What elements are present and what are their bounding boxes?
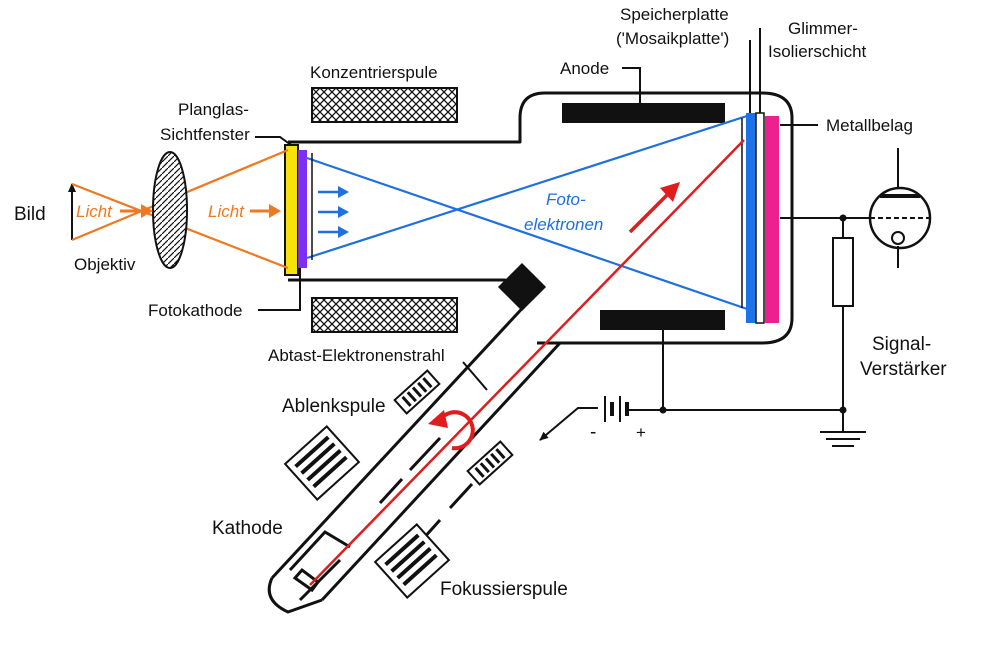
label-speicherplatte-2: ('Mosaikplatte') [616,29,729,48]
label-metallbelag: Metallbelag [826,116,913,135]
photoelectron-arrows [318,186,349,238]
light-arrows [120,204,281,218]
label-objektiv: Objektiv [74,255,136,274]
label-planglas-2: Sichtfenster [160,125,250,144]
photocathode-leader [258,268,301,311]
label-bild: Bild [14,204,46,225]
label-minus: - [590,422,596,443]
label-ablenkspule: Ablenkspule [282,396,386,417]
label-anode: Anode [560,59,609,78]
label-signal-1: Signal- [872,334,931,355]
label-fotokathode: Fotokathode [148,301,243,320]
objective-lens-icon [152,151,188,269]
beam-label-leader [462,361,488,391]
battery-icon [604,396,629,422]
metal-backing [765,116,779,323]
planglas-window [284,144,299,276]
focus-coil-bottom [311,297,458,333]
label-speicherplatte-1: Speicherplatte [620,5,729,24]
gun-anode-block [497,262,547,312]
label-fotoelektronen-2: elektronen [524,215,603,234]
junction-dot [839,406,847,414]
mica-layer [755,112,765,324]
gun-electrodes [288,436,474,602]
mosaic-plate [746,113,756,323]
photocathode [298,150,307,268]
amplifier-tube-icon [868,186,932,250]
gun-focus-coil-lower [373,523,451,599]
window-leader [255,136,292,146]
tube-outline [267,91,794,614]
ground-icon [820,431,866,447]
anode-top [562,103,725,123]
junction-dot [659,406,667,414]
label-fokussierspule: Fokussierspule [440,579,568,600]
focus-coil-top [311,87,458,123]
label-licht-right: Licht [208,202,245,221]
resistor [832,237,854,307]
label-kathode: Kathode [212,518,283,539]
junction-dot [839,214,847,222]
label-signal-2: Verstärker [860,359,947,380]
beam-direction-arrow [628,182,680,234]
rotation-arrow-icon [428,410,475,451]
label-planglas-1: Planglas- [178,100,249,119]
scanning-beam [309,139,745,586]
label-licht-left: Licht [76,202,113,221]
label-glimmer-1: Glimmer- [788,19,858,38]
photoelectron-paths [306,113,751,312]
label-fotoelektronen-1: Foto- [546,190,586,209]
target-leaders [749,28,818,126]
label-plus: + [636,423,646,442]
label-glimmer-2: Isolierschicht [768,42,867,61]
deflection-coil-upper [393,369,441,415]
label-abtast: Abtast-Elektronenstrahl [268,346,445,365]
anode-leader [622,67,641,103]
anode-bottom [600,310,725,330]
deflection-coil-lower [466,440,514,486]
label-konzentrierspule: Konzentrierspule [310,63,438,82]
gun-focus-coil-upper [283,425,361,501]
